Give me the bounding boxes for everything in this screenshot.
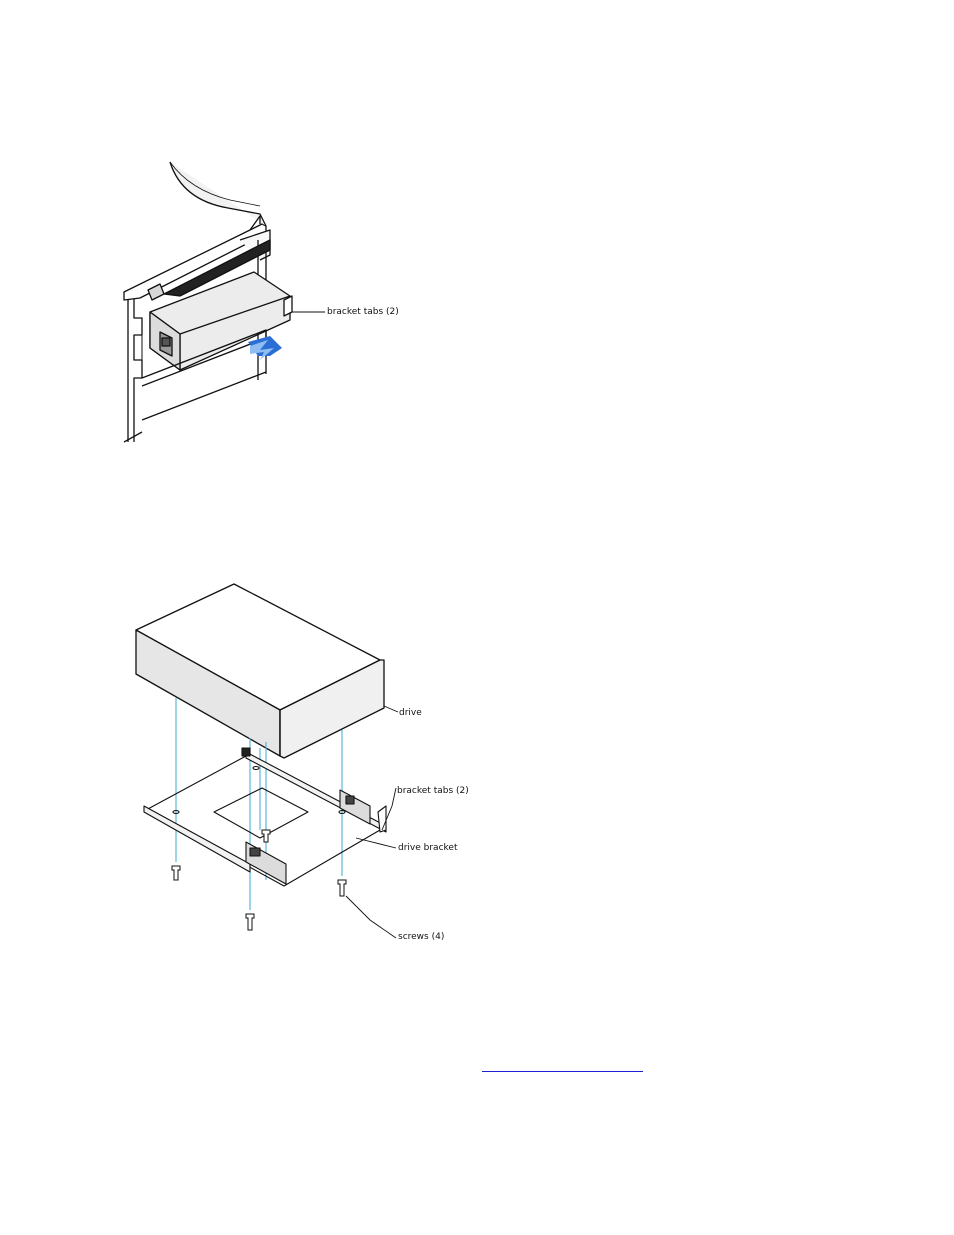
callout-bracket-tabs-top: bracket tabs (2) (327, 307, 399, 317)
callout-drive: drive (399, 708, 422, 718)
reference-link[interactable] (482, 1062, 643, 1072)
drive-removal-illustration (120, 160, 420, 445)
screw-icon (172, 830, 346, 930)
release-arrow-icon (248, 336, 282, 360)
callout-bracket-tabs-bottom: bracket tabs (2) (397, 786, 469, 796)
drive-bracket-assembly-illustration (130, 580, 475, 945)
callout-drive-bracket: drive bracket (398, 843, 457, 853)
callout-screws: screws (4) (398, 932, 444, 942)
